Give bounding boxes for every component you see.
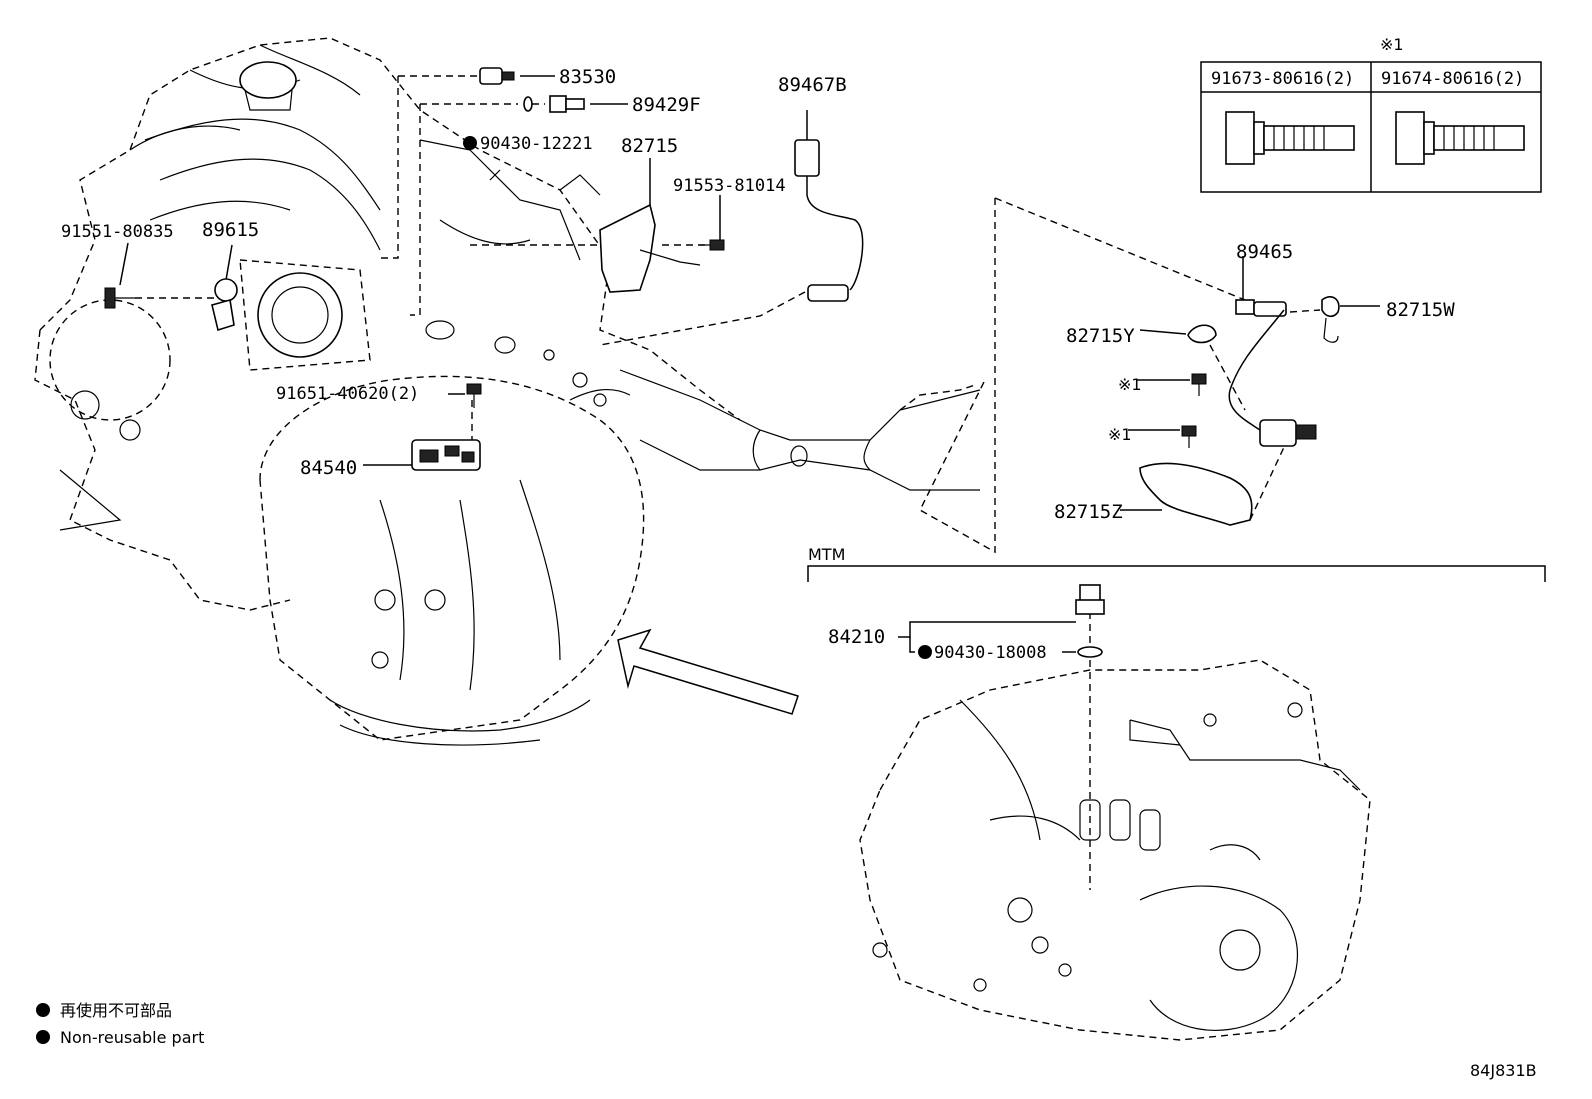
label-89465: 89465 xyxy=(1236,241,1293,263)
label-82715Z: 82715Z xyxy=(1054,501,1123,523)
label-91551-80835: 91551-80835 xyxy=(61,222,174,242)
oring-90430-12221 xyxy=(523,96,533,112)
engine-assembly-drawing xyxy=(34,37,981,746)
legend-jp: 再使用不可部品 xyxy=(60,1001,172,1020)
sensor-89429F xyxy=(549,95,585,113)
label-90430-12221: 90430-12221 xyxy=(480,134,593,154)
mtm-bracket xyxy=(807,565,1546,582)
figure-code: 84J831B xyxy=(1470,1061,1537,1080)
bolt-91553-81014 xyxy=(700,239,725,251)
sensor-84210 xyxy=(898,584,1105,658)
bolt-note-table xyxy=(1200,61,1542,193)
bolt-91551-80835 xyxy=(104,287,135,309)
label-89615: 89615 xyxy=(202,219,259,241)
manual-transaxle-drawing xyxy=(859,659,1371,1041)
bracket-82715 xyxy=(599,203,701,293)
legend-dot-icon xyxy=(36,1030,50,1044)
label-82715Y: 82715Y xyxy=(1066,325,1135,347)
label-89467B: 89467B xyxy=(778,74,847,96)
switch-84540 xyxy=(411,439,481,471)
label-91651-40620: 91651-40620(2) xyxy=(276,384,419,404)
sensor-89467B xyxy=(794,139,864,302)
knock-sensor-89615 xyxy=(211,278,238,332)
note-table-mark: ※1 xyxy=(1380,35,1404,54)
label-bolt-mark-upper: ※1 xyxy=(1118,375,1142,394)
engine-leader-lines xyxy=(119,75,1091,890)
non-reusable-dot-icon xyxy=(463,136,477,150)
sensor-83530 xyxy=(479,67,515,85)
label-82715: 82715 xyxy=(621,135,678,157)
label-90430-18008: 90430-18008 xyxy=(934,643,1047,663)
legend-en: Non-reusable part xyxy=(60,1028,204,1047)
label-84210: 84210 xyxy=(828,626,885,648)
o2-sensor-detail xyxy=(919,197,1380,554)
label-84540: 84540 xyxy=(300,457,357,479)
label-89429F: 89429F xyxy=(632,94,701,116)
label-91553-81014: 91553-81014 xyxy=(673,176,786,196)
part-labels: 83530 89429F 90430-12221 82715 91553-810… xyxy=(61,35,1524,663)
bolt-91651-40620 xyxy=(466,383,482,408)
non-reusable-dot-icon xyxy=(918,645,932,659)
label-bolt-mark-lower: ※1 xyxy=(1108,425,1132,444)
label-83530: 83530 xyxy=(559,66,616,88)
note-table-col2: 91674-80616(2) xyxy=(1381,69,1524,89)
legend-dot-icon xyxy=(36,1003,50,1017)
label-82715W: 82715W xyxy=(1386,299,1455,321)
note-table-col1: 91673-80616(2) xyxy=(1211,69,1354,89)
legend: 再使用不可部品 Non-reusable part xyxy=(36,1001,204,1047)
section-label-mtm: MTM xyxy=(808,545,845,564)
